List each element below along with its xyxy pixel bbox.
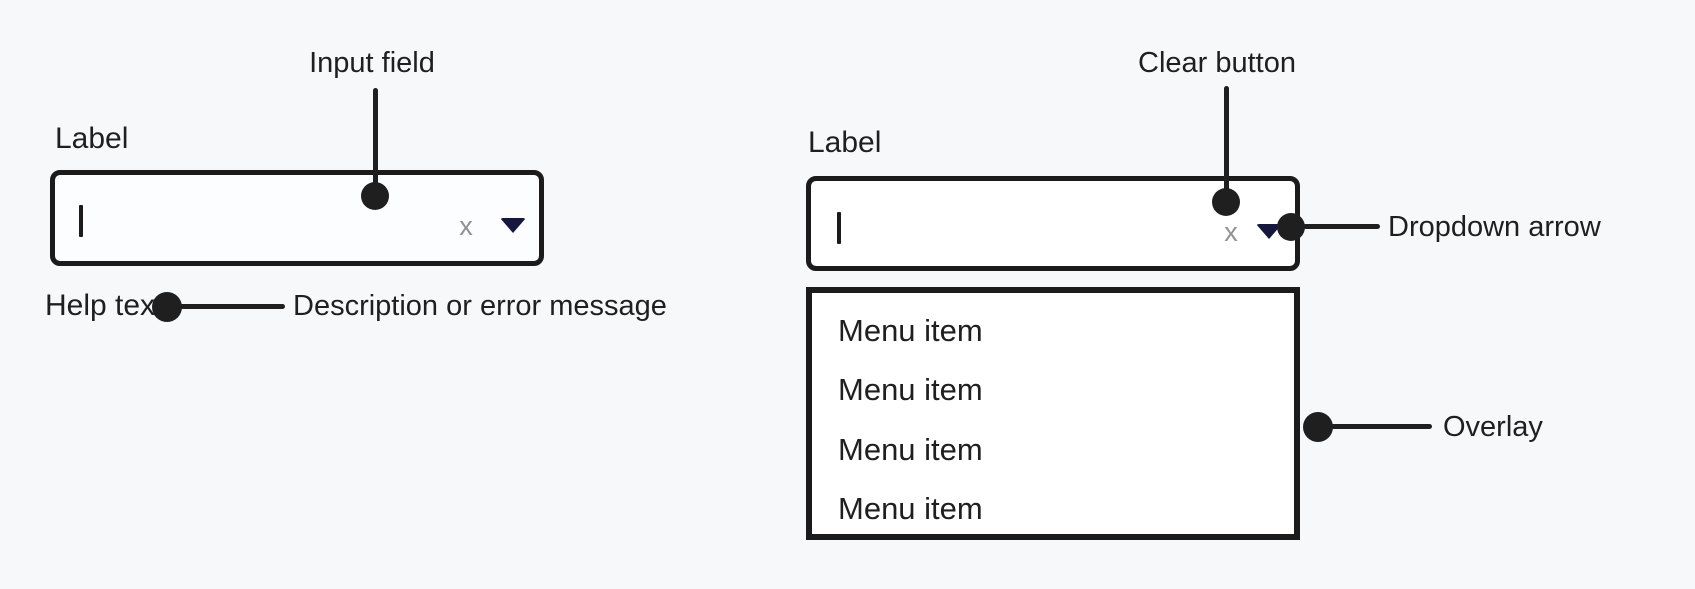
menu-item[interactable]: Menu item	[838, 372, 983, 407]
right-dropdown-arrow-icon[interactable]	[1256, 224, 1282, 239]
left-dropdown-arrow-icon[interactable]	[500, 218, 526, 233]
menu-item[interactable]: Menu item	[838, 491, 983, 526]
connector-clear-button-dot	[1212, 188, 1240, 216]
menu-item[interactable]: Menu item	[838, 432, 983, 467]
text-cursor	[79, 205, 83, 237]
annotation-overlay: Overlay	[1443, 411, 1543, 443]
connector-input-field-dot	[361, 182, 389, 210]
connector-dropdown-arrow-dot	[1277, 213, 1305, 241]
connector-dropdown-arrow-line	[1303, 224, 1380, 229]
connector-clear-button-line	[1224, 86, 1229, 202]
connector-overlay-line	[1331, 424, 1432, 429]
annotation-help-description: Description or error message	[293, 290, 667, 322]
menu-item[interactable]: Menu item	[838, 313, 983, 348]
left-combo-label: Label	[55, 122, 129, 155]
left-clear-button[interactable]: x	[459, 211, 473, 241]
annotation-dropdown-arrow: Dropdown arrow	[1388, 211, 1601, 243]
left-combo-input[interactable]: x	[50, 170, 544, 266]
connector-overlay-dot	[1303, 412, 1333, 442]
left-help-text: Help text	[45, 289, 164, 322]
connector-input-field-line	[373, 88, 378, 196]
right-combo-label: Label	[808, 126, 882, 159]
text-cursor	[837, 212, 841, 244]
connector-help-line	[167, 304, 285, 309]
annotation-input-field: Input field	[309, 47, 435, 79]
right-combo-menu-overlay: Menu item Menu item Menu item Menu item	[806, 287, 1300, 540]
right-clear-button[interactable]: x	[1224, 217, 1238, 247]
annotation-clear-button: Clear button	[1138, 47, 1296, 79]
